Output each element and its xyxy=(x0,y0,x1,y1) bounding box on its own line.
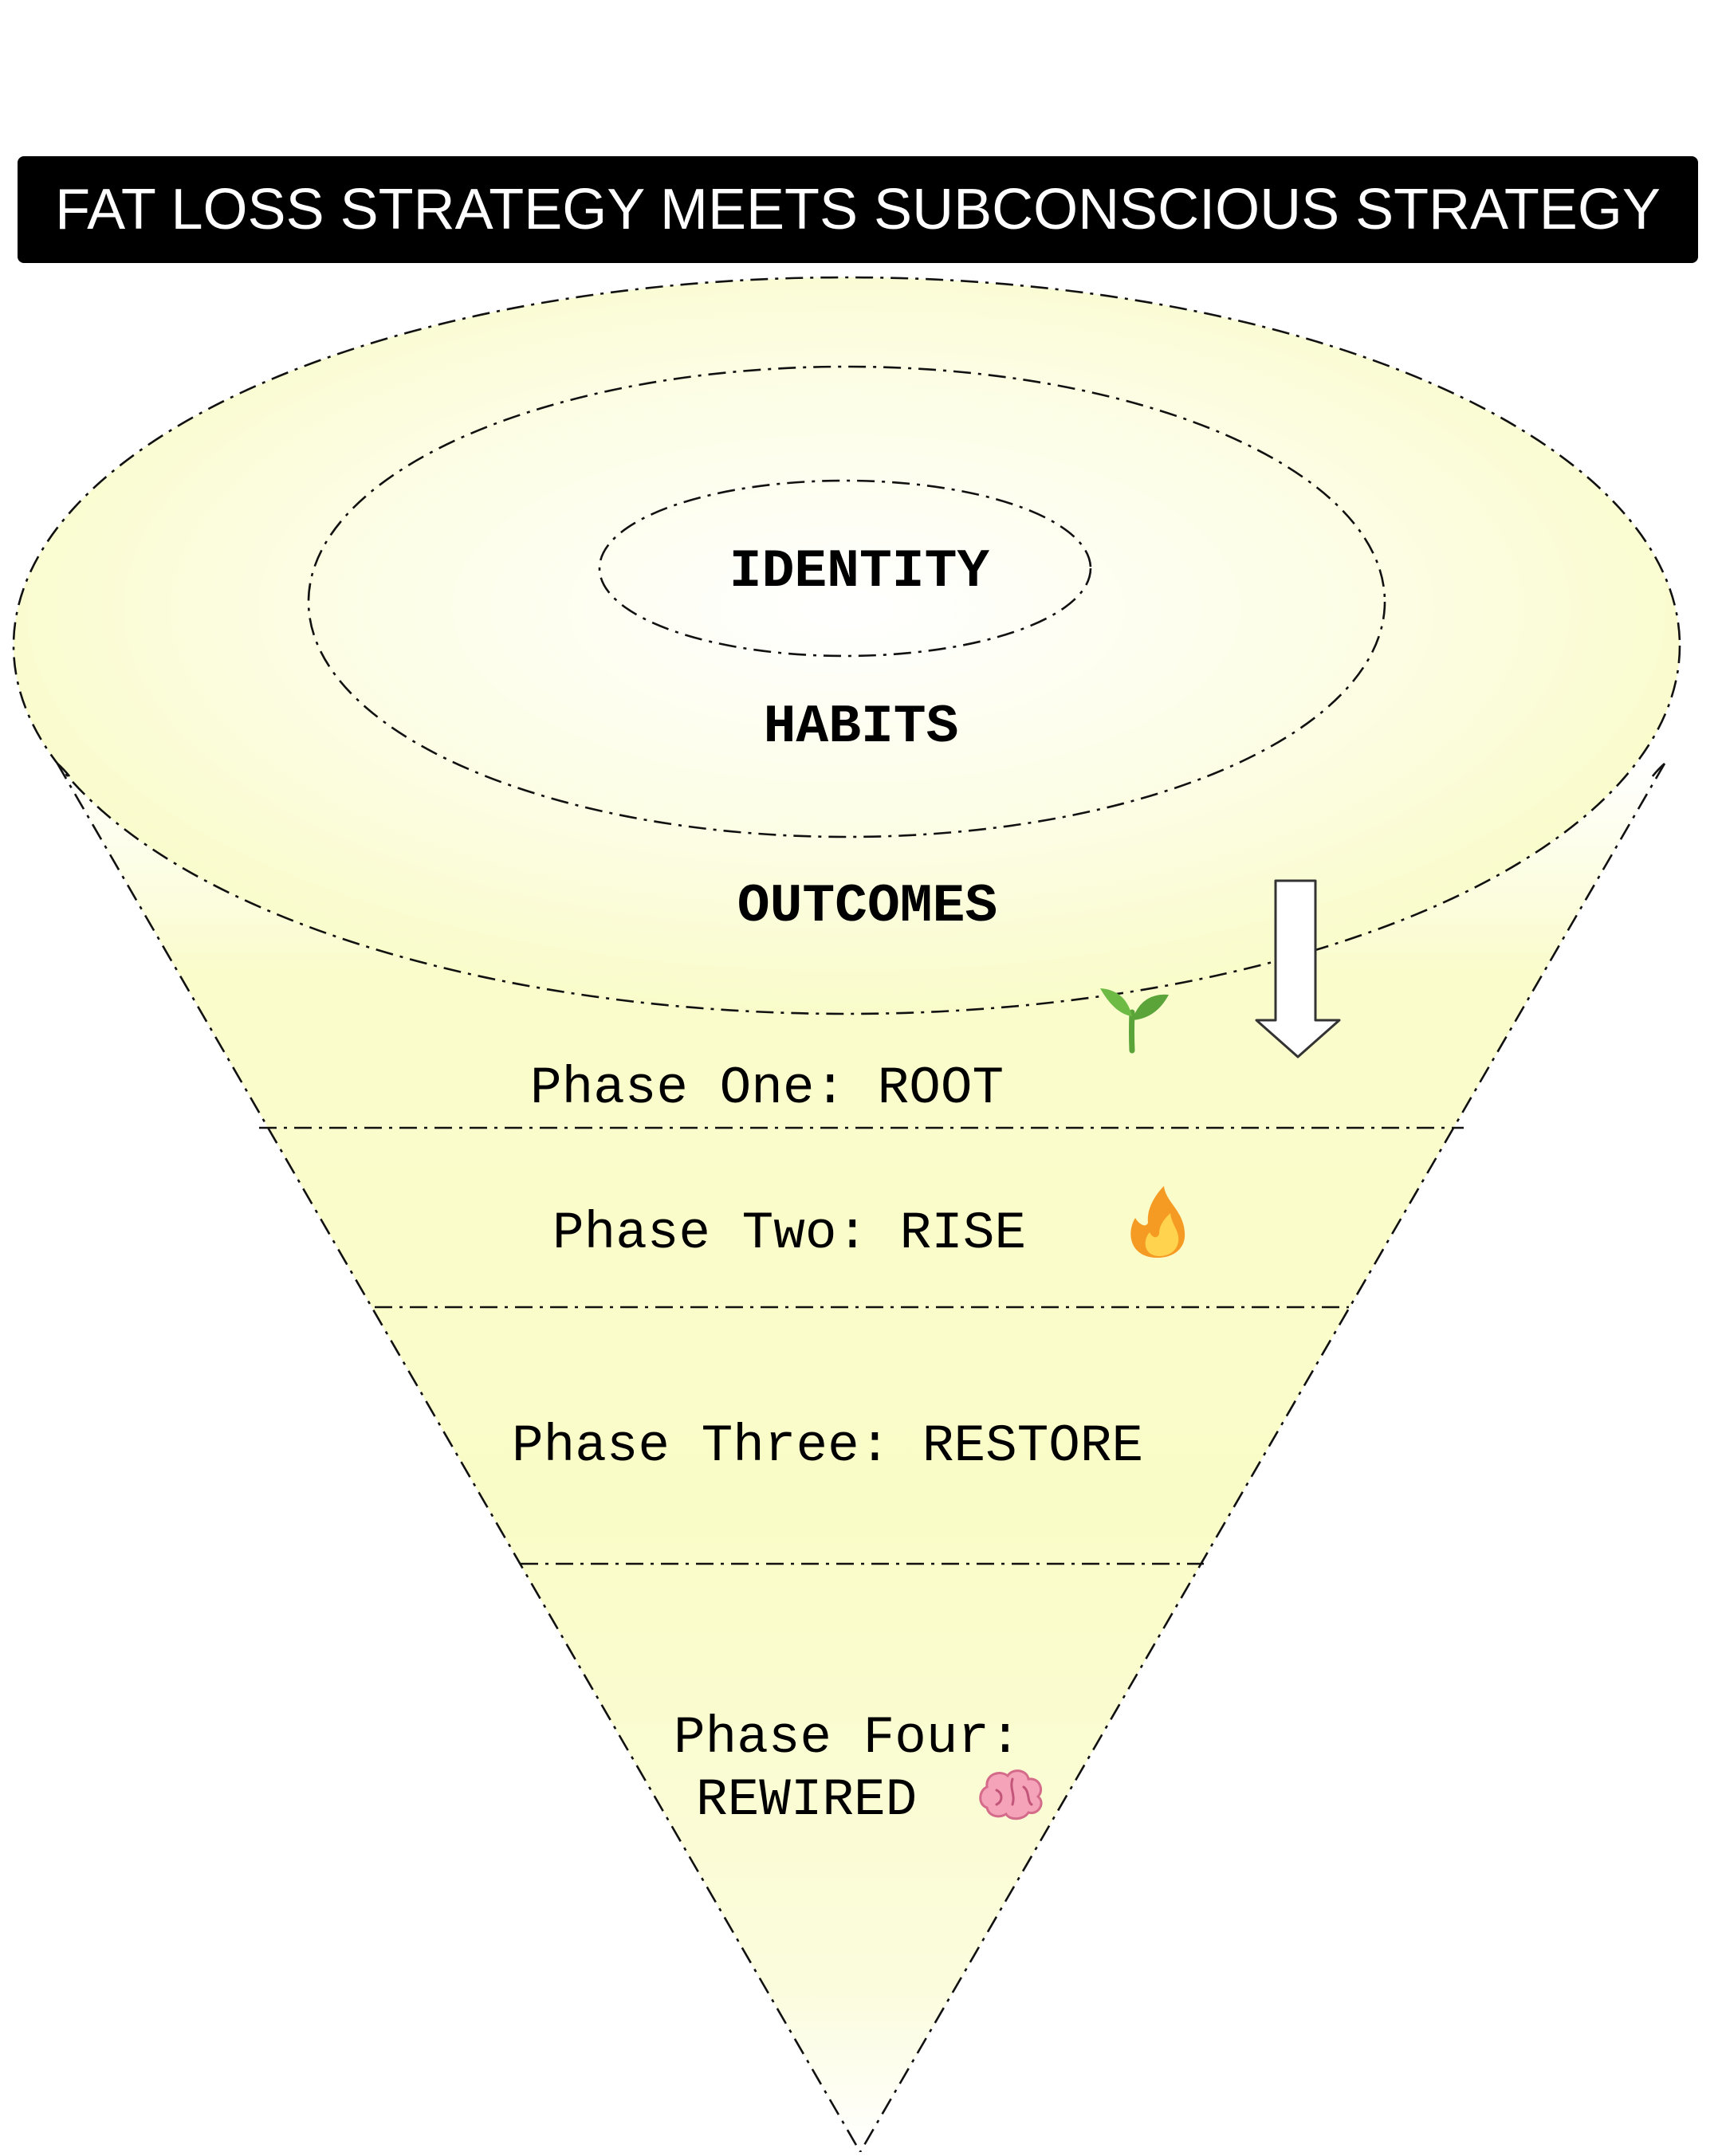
habits-ring xyxy=(307,365,1386,838)
ring-label-identity: IDENTITY xyxy=(729,541,990,603)
ring-label-habits: HABITS xyxy=(764,697,959,758)
page-title: FAT LOSS STRATEGY MEETS SUBCONSCIOUS STR… xyxy=(55,178,1661,242)
ring-label-outcomes: OUTCOMES xyxy=(737,876,997,937)
phase-two-label: Phase Two: RISE xyxy=(552,1204,1026,1263)
phase-one-label: Phase One: ROOT xyxy=(530,1058,1004,1118)
down-arrow-icon xyxy=(1255,879,1341,1058)
title-banner: FAT LOSS STRATEGY MEETS SUBCONSCIOUS STR… xyxy=(18,156,1698,263)
funnel-left-edge xyxy=(56,763,862,2153)
funnel-mouth xyxy=(14,277,1680,1014)
phase-three-label: Phase Three: RESTORE xyxy=(512,1416,1143,1476)
seedling-icon xyxy=(1100,988,1169,1054)
funnel-cone xyxy=(57,764,1665,2152)
fire-icon xyxy=(1130,1186,1185,1258)
brain-icon xyxy=(979,1769,1043,1820)
funnel-right-edge xyxy=(859,763,1666,2153)
phase-four-label-line1: Phase Four: xyxy=(674,1708,1021,1768)
identity-ring xyxy=(598,479,1092,658)
phase-four-label-line2: REWIRED xyxy=(696,1770,917,1830)
